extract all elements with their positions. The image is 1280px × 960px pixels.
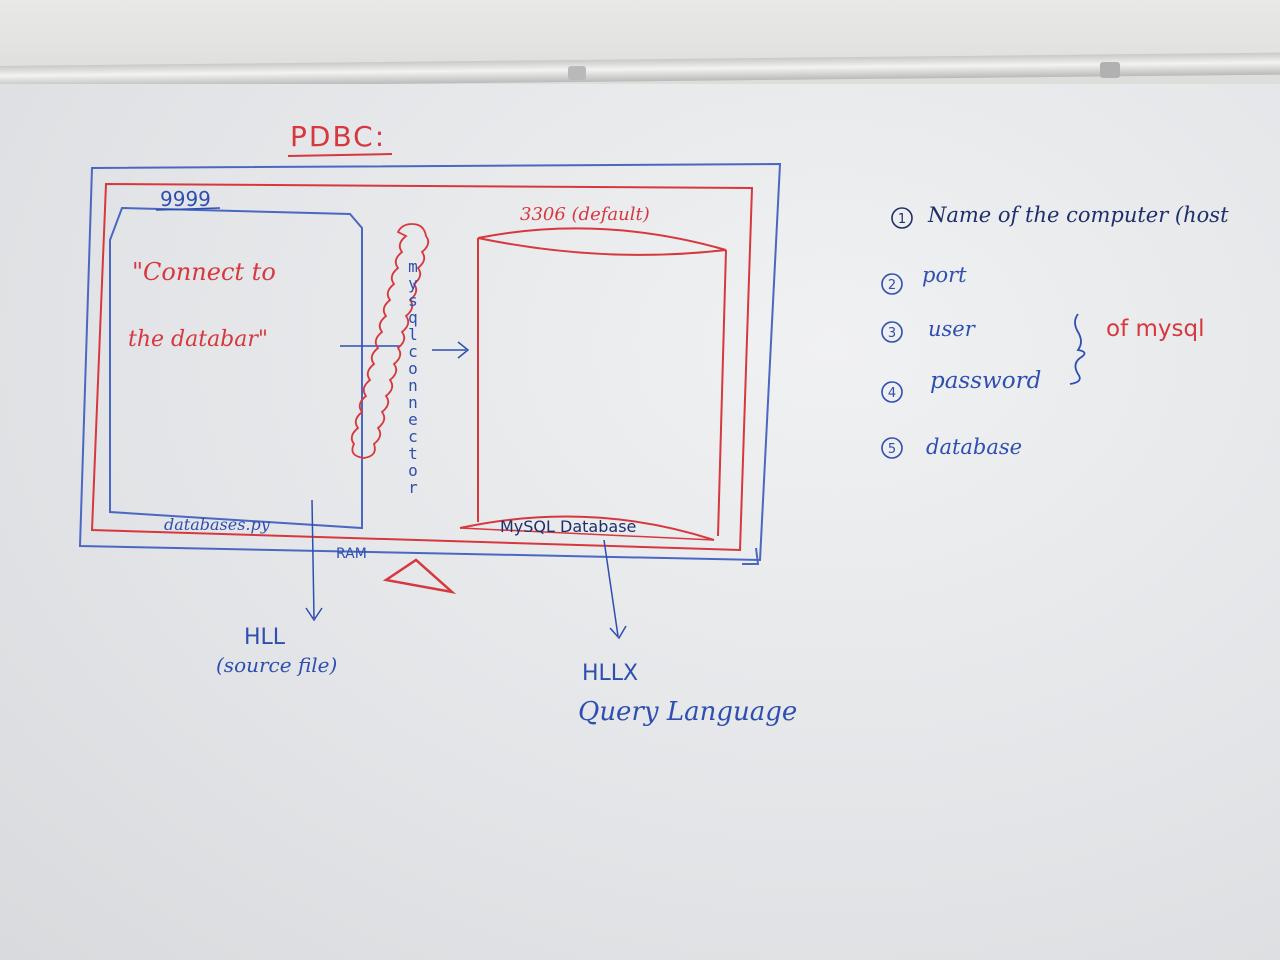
connector-letter: t — [408, 444, 418, 463]
param-number-circle — [881, 321, 903, 343]
connector-letter: l — [408, 325, 418, 344]
connector-out-arrow — [432, 341, 470, 359]
rail-clip — [568, 66, 586, 80]
param-text: user — [928, 317, 977, 341]
connector-letter: e — [408, 410, 418, 429]
param-number: 5 — [888, 442, 896, 457]
title: PDBC: — [290, 120, 386, 153]
db-top-arc — [477, 227, 727, 251]
hllx-sublabel: Query Language — [578, 697, 797, 727]
param-item-3: 3 user — [881, 317, 977, 343]
brace-label: of mysql — [1106, 316, 1204, 342]
connector-letter: n — [408, 376, 418, 395]
brace — [1069, 313, 1086, 385]
db-top-front — [477, 237, 727, 256]
port-underline — [155, 207, 221, 211]
outer-blue-box — [78, 162, 782, 562]
connector-letter: o — [408, 461, 418, 480]
connector-letter: o — [408, 359, 418, 378]
param-number: 2 — [888, 278, 896, 293]
param-item-5: 5 database — [881, 435, 1022, 459]
program-text-line2: the databar" — [128, 327, 268, 352]
db-bottom-line — [459, 527, 715, 541]
connector-letter: q — [408, 308, 418, 327]
hll-arrow — [305, 499, 323, 622]
box-corner-mark — [742, 547, 760, 565]
param-number-circle — [881, 437, 903, 459]
param-number-circle — [881, 273, 903, 295]
param-text: port — [922, 263, 967, 287]
hllx-arrow — [603, 539, 627, 640]
connector-letter: y — [408, 274, 418, 293]
mysql-label: MySQL Database — [500, 517, 636, 536]
title-underline — [287, 153, 393, 157]
triangle-mark — [382, 558, 457, 595]
param-text: Name of the computer (host — [927, 203, 1229, 227]
param-text: password — [930, 368, 1041, 394]
param-text: database — [926, 435, 1022, 459]
program-box — [109, 206, 363, 530]
db-right-side — [717, 249, 727, 537]
program-text-line1: "Connect to — [132, 258, 276, 286]
param-item-2: 2 port — [881, 263, 967, 295]
param-number-circle — [891, 207, 913, 229]
connector-letter: c — [408, 427, 418, 446]
ram-red-box — [90, 182, 754, 552]
ram-label: RAM — [336, 546, 367, 562]
connector-letter: s — [408, 291, 418, 310]
connector-letter: c — [408, 342, 418, 361]
mysql-port: 3306 (default) — [520, 204, 650, 225]
hll-sublabel: (source file) — [216, 653, 337, 677]
param-item-4: 4 password — [881, 368, 1041, 403]
param-number: 3 — [888, 326, 896, 341]
rail-clip — [1100, 62, 1120, 78]
hll-label: HLL — [244, 625, 286, 650]
connector-cloud — [350, 223, 430, 459]
program-file: databases.py — [164, 515, 271, 534]
connector-letter: r — [408, 478, 418, 497]
param-number: 1 — [898, 212, 906, 227]
param-number: 4 — [888, 386, 896, 401]
db-bottom-arc — [459, 515, 715, 541]
program-port: 9999 — [160, 187, 211, 211]
connector-letter: n — [408, 393, 418, 412]
connector-letter: m — [408, 257, 418, 276]
param-item-1: 1 Name of the computer (host — [891, 203, 1229, 229]
param-number-circle — [881, 381, 903, 403]
hllx-label: HLLX — [582, 661, 638, 686]
